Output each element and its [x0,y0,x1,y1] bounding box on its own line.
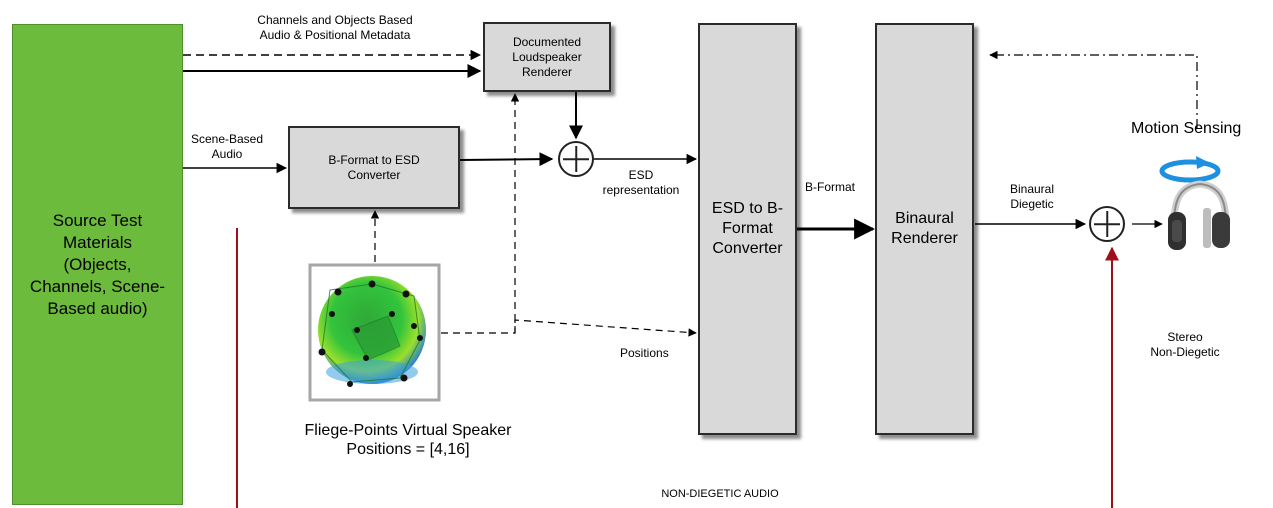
output-summing-node [1089,206,1125,242]
motion-sensing-label: Motion Sensing [1131,120,1242,137]
non-diegetic-audio-label: NON-DIEGETIC AUDIO [661,488,779,500]
stereo-non-diegetic-label: Stereo Non-Diegetic [1135,330,1235,360]
loudspeaker-renderer-block: Documented Loudspeaker Renderer [483,22,611,92]
esd-summing-node [558,141,594,177]
fliege-points-caption: Fliege-Points Virtual Speaker Positions … [270,421,546,459]
scene-based-label-line1: Scene-Based [190,132,264,146]
b-format-label: B-Format [805,180,856,194]
esd-label-line1: ESD [628,168,654,182]
esd-label-line2: representation [602,183,680,197]
esd-to-bformat-label: ESD to B-Format Converter [711,200,784,257]
scene-based-label-line2: Audio [211,147,243,161]
source-test-materials-label: Source Test Materials (Objects, Channels… [29,210,166,318]
binaural-label-line2: Diegetic [1010,197,1054,211]
rotation-arrow-icon [1159,156,1221,183]
headphones-icon [1168,180,1230,250]
esd-representation-label: ESD representation [588,168,694,198]
binaural-renderer-block: Binaural Renderer [875,23,974,435]
esd-to-sum-arrow [459,152,554,167]
scene-based-audio-label: Scene-Based Audio [185,132,269,162]
positions-label: Positions [620,346,669,360]
stereo-label-line1: Stereo [1167,330,1203,344]
bformat-to-esd-block: B-Format to ESD Converter [288,126,460,209]
binaural-diegetic-label: Binaural Diegetic [1000,182,1064,212]
stereo-label-line2: Non-Diegetic [1150,345,1220,359]
positions-arrow [441,319,697,337]
fliege-sphere-icon [308,263,441,402]
fliege-caption-line2: Positions = [4,16] [346,441,470,458]
bformat-to-esd-label: B-Format to ESD Converter [328,152,420,182]
source-test-materials-block: Source Test Materials (Objects, Channels… [12,24,183,505]
loudspeaker-renderer-label: Documented Loudspeaker Renderer [512,34,582,79]
binaural-label-line1: Binaural [1009,182,1055,196]
motion-sensing-arrow [989,50,1198,128]
esd-to-bformat-block: ESD to B-Format Converter [698,23,797,435]
channels-objects-label-line1: Channels and Objects Based [257,13,413,27]
channels-objects-label-line2: Audio & Positional Metadata [259,28,411,42]
binaural-renderer-label: Binaural Renderer [891,210,958,247]
fliege-caption-line1: Fliege-Points Virtual Speaker [304,422,512,439]
channels-objects-label: Channels and Objects Based Audio & Posit… [225,13,445,43]
